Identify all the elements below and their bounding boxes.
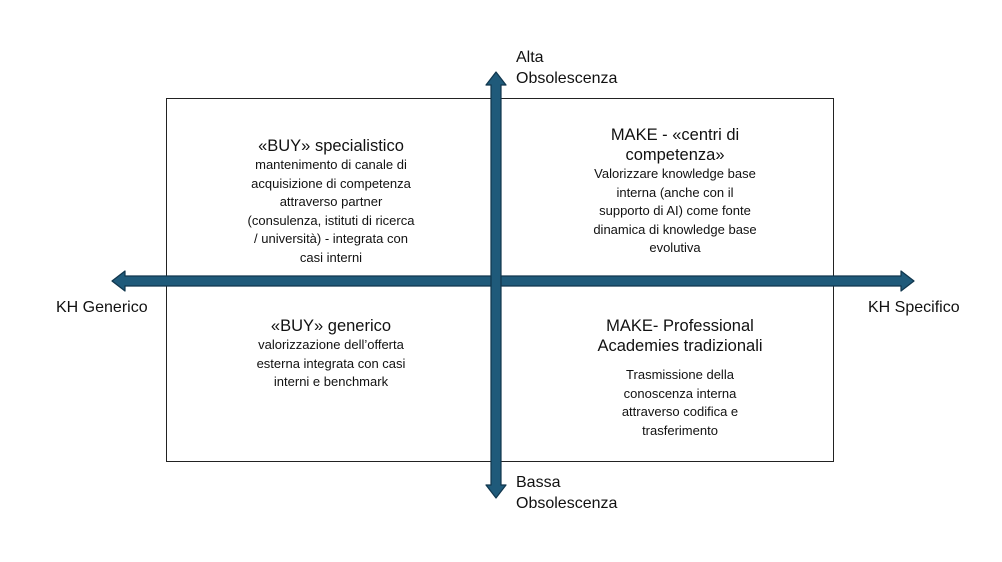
quadrant-line: conoscenza interna: [623, 385, 737, 401]
quadrant-line: casi interni: [299, 249, 363, 265]
axis-label-top-line2: Obsolescenza: [516, 70, 618, 87]
quadrant-line: dinamica di knowledge base: [593, 221, 757, 237]
axis-label-bottom-line2: Obsolescenza: [516, 495, 618, 512]
horizontal-double-arrow: [111, 270, 915, 292]
quadrant-top-right: MAKE - «centri di competenza» Valorizzar…: [560, 125, 790, 258]
quadrant-line: interna (anche con il: [616, 184, 734, 200]
vertical-double-arrow: [485, 71, 507, 499]
quadrant-bottom-left: «BUY» generico valorizzazione dell’offer…: [226, 316, 436, 392]
quadrant-title-line: MAKE- Professional: [606, 317, 754, 335]
quadrant-title: «BUY» specialistico: [258, 137, 404, 155]
quadrant-title-line: Academies tradizionali: [597, 337, 763, 355]
quadrant-line: trasferimento: [642, 422, 718, 438]
axis-label-top-line1: Alta: [516, 49, 544, 66]
quadrant-line: attraverso codifica e: [621, 404, 739, 419]
axis-label-right: KH Specifico: [868, 299, 960, 316]
quadrant-line: valorizzazione dell’offerta: [258, 337, 404, 352]
quadrant-line: interni e benchmark: [273, 374, 389, 389]
axis-label-bottom: Bassa Obsolescenza: [516, 472, 617, 514]
quadrant-line: supporto di AI) come fonte: [599, 203, 751, 218]
quadrant-line: Trasmissione della: [626, 367, 734, 382]
quadrant-line: evolutiva: [649, 240, 701, 255]
quadrant-title-line: MAKE - «centri di: [610, 126, 740, 144]
quadrant-line: esterna integrata con casi: [256, 355, 406, 371]
quadrant-line: attraverso partner: [279, 194, 383, 209]
axis-label-left: KH Generico: [56, 299, 148, 316]
quadrant-line: mantenimento di canale di: [255, 157, 407, 172]
quadrant-top-left: «BUY» specialistico mantenimento di cana…: [226, 136, 436, 267]
quadrant-title-line: competenza»: [625, 146, 725, 164]
quadrant-line: (consulenza, istituti di ricerca: [247, 212, 415, 228]
quadrant-bottom-right: MAKE- Professional Academies tradizional…: [560, 316, 800, 440]
axis-label-bottom-line1: Bassa: [516, 474, 561, 491]
quadrant-line: / università) - integrata con: [254, 231, 408, 246]
quadrant-title: «BUY» generico: [270, 317, 392, 335]
quadrant-line: acquisizione di competenza: [251, 175, 411, 191]
axis-label-top: Alta Obsolescenza: [516, 47, 617, 89]
quadrant-line: Valorizzare knowledge base: [594, 166, 756, 181]
